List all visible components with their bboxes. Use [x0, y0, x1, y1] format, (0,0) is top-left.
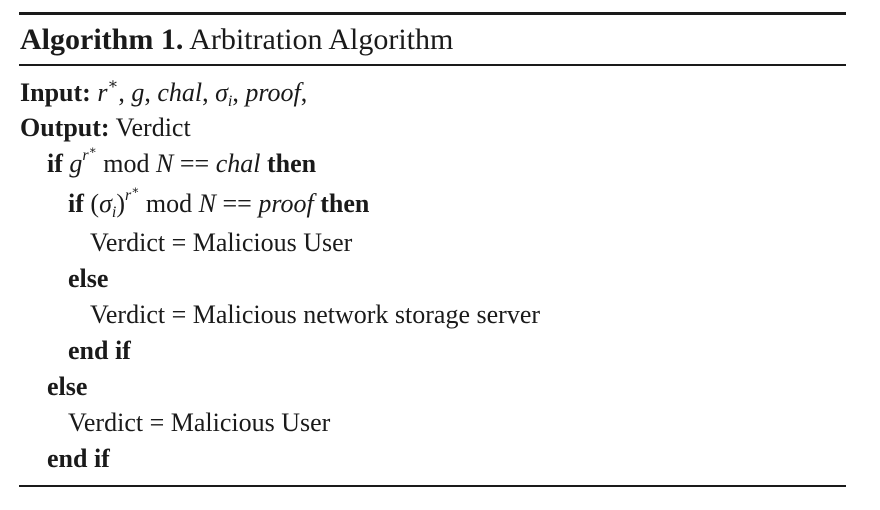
output-line: Output: Verdict: [20, 111, 191, 145]
if-condition-outer: gr∗ mod N == chal: [69, 143, 261, 178]
verdict-malicious-user-outer: Verdict = Malicious User: [68, 408, 331, 437]
input-keyword: Input:: [20, 78, 91, 107]
algorithm-caption: Algorithm 1. Arbitration Algorithm: [20, 20, 453, 60]
algorithm-label: Algorithm 1.: [20, 23, 184, 56]
if-keyword-inner: if: [68, 189, 84, 218]
caption-rule: [19, 64, 846, 66]
then-keyword-outer: then: [266, 149, 317, 178]
top-rule: [19, 12, 846, 15]
then-keyword-inner: then: [320, 189, 370, 218]
input-line: Input: r∗, g, chal, σi, proof,: [20, 76, 307, 110]
end-if-inner: end if: [68, 336, 131, 365]
output-keyword: Output:: [20, 113, 110, 142]
end-if-outer: end if: [47, 444, 110, 473]
if-line-outer: if gr∗ mod N == chal then: [47, 143, 317, 181]
verdict-malicious-user-inner: Verdict = Malicious User: [90, 228, 353, 257]
verdict-malicious-server: Verdict = Malicious network storage serv…: [90, 300, 541, 329]
bottom-rule: [19, 485, 846, 487]
else-keyword-outer: else: [47, 372, 88, 401]
if-line-inner: if (σi)r∗ mod N == proof then: [68, 183, 370, 221]
output-value: Verdict: [115, 113, 191, 142]
if-condition-inner: (σi)r∗ mod N == proof: [90, 183, 314, 221]
if-keyword-outer: if: [47, 149, 63, 178]
input-variables: r∗, g, chal, σi, proof,: [97, 76, 308, 110]
else-keyword-inner: else: [68, 264, 109, 293]
algorithm-title: Arbitration Algorithm: [189, 23, 454, 56]
